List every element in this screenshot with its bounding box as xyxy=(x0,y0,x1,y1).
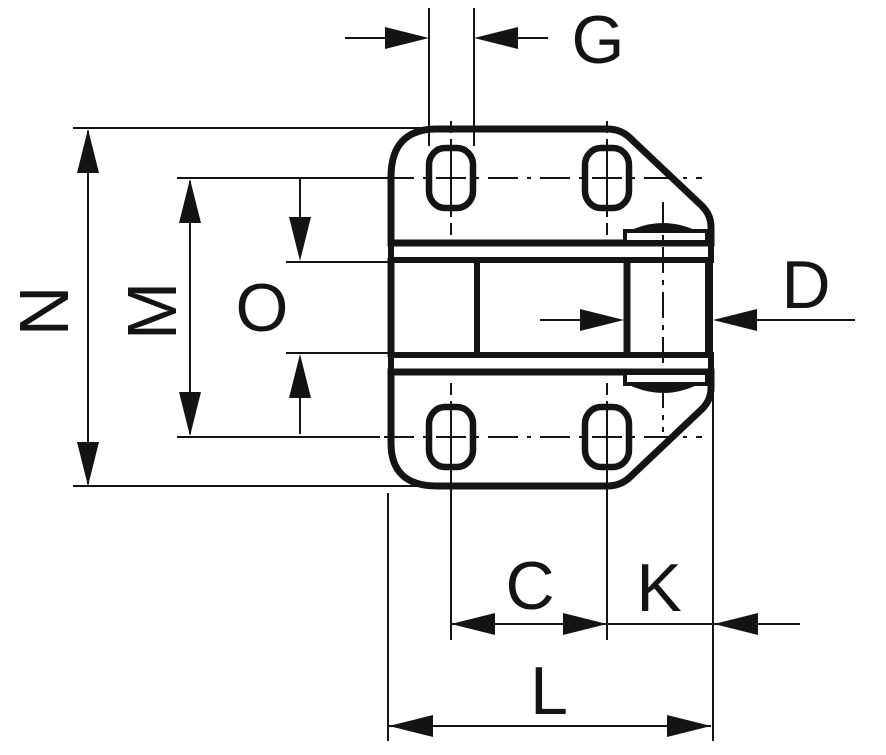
bottom-plate-outline xyxy=(387,368,715,490)
arrowhead-left xyxy=(474,27,518,49)
centerlines xyxy=(384,121,702,640)
arrowhead-left xyxy=(451,613,495,635)
arrowhead-up xyxy=(179,179,201,223)
arrowhead-right xyxy=(563,613,607,635)
arrowhead-down xyxy=(179,392,201,436)
top-web-bar xyxy=(388,240,714,263)
top-plate-outline xyxy=(387,125,715,247)
dimension-label-k: K xyxy=(636,550,681,626)
arrowhead-up xyxy=(289,354,311,398)
arrowhead-up xyxy=(77,129,99,173)
dimension-n: N xyxy=(5,127,434,487)
arrowhead-left xyxy=(389,715,433,737)
arrowhead-down xyxy=(289,217,311,261)
pin-bottom-washer xyxy=(623,371,709,386)
dimension-k: K xyxy=(607,550,800,635)
dimension-g: G xyxy=(345,2,624,146)
bottom-web-bar xyxy=(388,352,714,375)
dimension-l: L xyxy=(387,390,714,741)
dimension-m: M xyxy=(113,177,388,438)
dimension-c: C xyxy=(451,548,607,635)
dimension-label-o: O xyxy=(236,270,289,346)
dimension-label-l: L xyxy=(530,653,568,729)
dimension-label-g: G xyxy=(572,2,625,78)
arrowhead-left xyxy=(713,309,757,331)
arrowhead-right xyxy=(385,27,429,49)
dimension-label-n: N xyxy=(5,286,83,337)
pin-top-washer xyxy=(623,229,709,244)
dimension-label-c: C xyxy=(505,548,554,624)
dimension-d: D xyxy=(540,247,855,331)
dimension-o: O xyxy=(236,179,389,434)
arrowhead-right xyxy=(667,715,711,737)
dimension-label-m: M xyxy=(113,282,191,340)
arrowhead-right xyxy=(580,309,624,331)
arrowhead-down xyxy=(77,442,99,486)
dimension-label-d: D xyxy=(781,247,830,323)
arrowhead-left xyxy=(714,613,758,635)
